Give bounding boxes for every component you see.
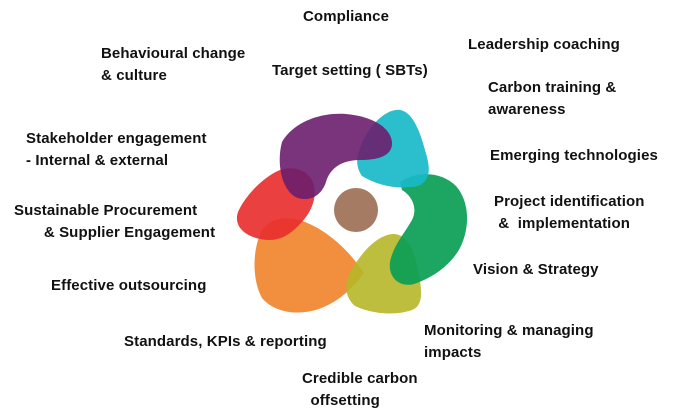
label-emerging-technologies: Emerging technologies: [490, 147, 658, 164]
label-project-identification: Project identification & implementation: [494, 193, 645, 232]
label-credible-offsetting: Credible carbon offsetting: [302, 370, 418, 409]
label-carbon-training: Carbon training & awareness: [488, 79, 617, 118]
label-leadership-coaching: Leadership coaching: [468, 36, 620, 53]
label-standards-kpis: Standards, KPIs & reporting: [124, 333, 327, 350]
label-compliance: Compliance: [303, 8, 390, 25]
orange-petal: [254, 218, 364, 313]
label-effective-outsourcing: Effective outsourcing: [51, 277, 207, 294]
label-monitoring-impacts: Monitoring & managing impacts: [424, 322, 594, 361]
green-petal: [389, 174, 468, 285]
label-target-setting: Target setting ( SBTs): [272, 62, 428, 79]
label-behavioural-change: Behavioural change & culture: [101, 45, 246, 84]
label-sustainable-procurement: Sustainable Procurement & Supplier Engag…: [14, 202, 216, 241]
label-stakeholder-engagement: Stakeholder engagement - Internal & exte…: [26, 130, 207, 169]
center-hub-circle: [334, 188, 378, 232]
purple-petal: [279, 113, 393, 200]
label-vision-strategy: Vision & Strategy: [473, 261, 599, 278]
